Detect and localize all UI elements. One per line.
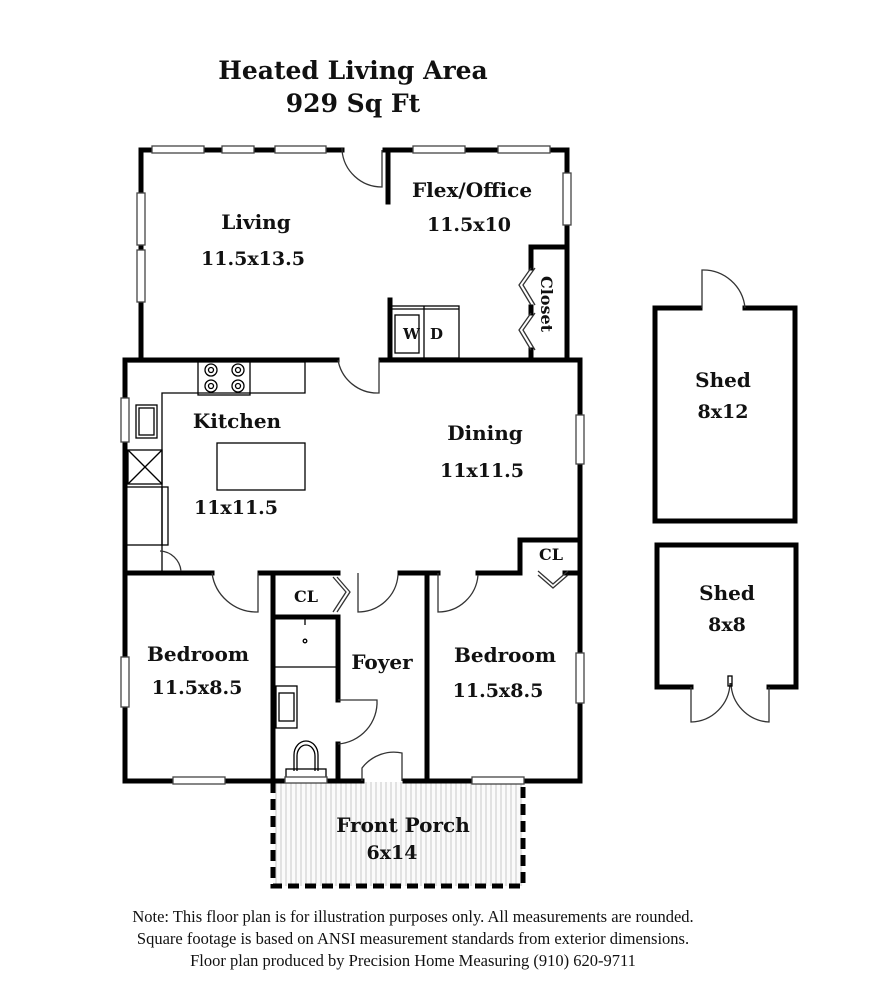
living-size: 11.5x13.5: [201, 248, 305, 270]
note-line-3: Floor plan produced by Precision Home Me…: [190, 951, 636, 970]
washer-label: W: [402, 325, 421, 343]
kitchen-counters: [124, 360, 306, 572]
bedroom-right-label: Bedroom: [454, 643, 556, 667]
kitchen-label: Kitchen: [193, 409, 282, 433]
plan-title: Heated Living Area: [218, 56, 488, 85]
flex-office-size: 11.5x10: [427, 214, 511, 236]
middle-walls: [122, 357, 583, 576]
bath-fixtures: [275, 619, 327, 782]
living-label: Living: [221, 210, 290, 234]
kitchen-size: 11x11.5: [194, 497, 278, 519]
dining-label: Dining: [447, 421, 523, 445]
door-living-entry: [341, 148, 383, 188]
dining-size: 11x11.5: [440, 460, 524, 482]
hall-closet-bifold: [332, 576, 351, 613]
plan-area: 929 Sq Ft: [285, 89, 421, 118]
shed-large: [652, 269, 798, 524]
window-kitchen: [120, 397, 130, 443]
dining-closet-label: CL: [539, 545, 563, 564]
washer-dryer: [390, 305, 460, 359]
windows-bottom: [120, 652, 585, 785]
door-bedroom-left: [211, 572, 259, 613]
front-porch-label: Front Porch: [336, 813, 470, 837]
note-line-2: Square footage is based on ANSI measurem…: [136, 929, 690, 948]
bedroom-left-size: 11.5x8.5: [152, 677, 243, 699]
window-dining: [575, 414, 585, 465]
door-foyer-hall: [357, 573, 399, 613]
shed-small-size: 8x8: [708, 614, 746, 636]
door-kitchen-living: [337, 359, 380, 394]
note-line-1: Note: This floor plan is for illustratio…: [132, 907, 694, 926]
dryer-label: D: [430, 325, 443, 343]
shed-small: [654, 542, 799, 723]
door-bathroom: [337, 699, 378, 745]
dining-closet-bifold: [537, 570, 569, 589]
windows-top: [136, 145, 572, 303]
shed-large-size: 8x12: [698, 401, 749, 423]
door-front: [361, 751, 403, 781]
hall-closet-label: CL: [294, 587, 318, 606]
bedroom-right-size: 11.5x8.5: [453, 680, 544, 702]
door-bedroom-right: [437, 573, 479, 613]
shed-large-label: Shed: [695, 368, 751, 392]
front-porch-size: 6x14: [367, 842, 418, 864]
bedroom-left-label: Bedroom: [147, 642, 249, 666]
front-porch: [270, 782, 526, 889]
flex-office-label: Flex/Office: [412, 178, 532, 202]
closet-bifold-doors: [518, 267, 536, 351]
disclaimer-notes: Note: This floor plan is for illustratio…: [0, 906, 826, 972]
shed-small-label: Shed: [699, 581, 755, 605]
closet-flex-label: Closet: [537, 276, 556, 333]
foyer-label: Foyer: [351, 650, 413, 674]
